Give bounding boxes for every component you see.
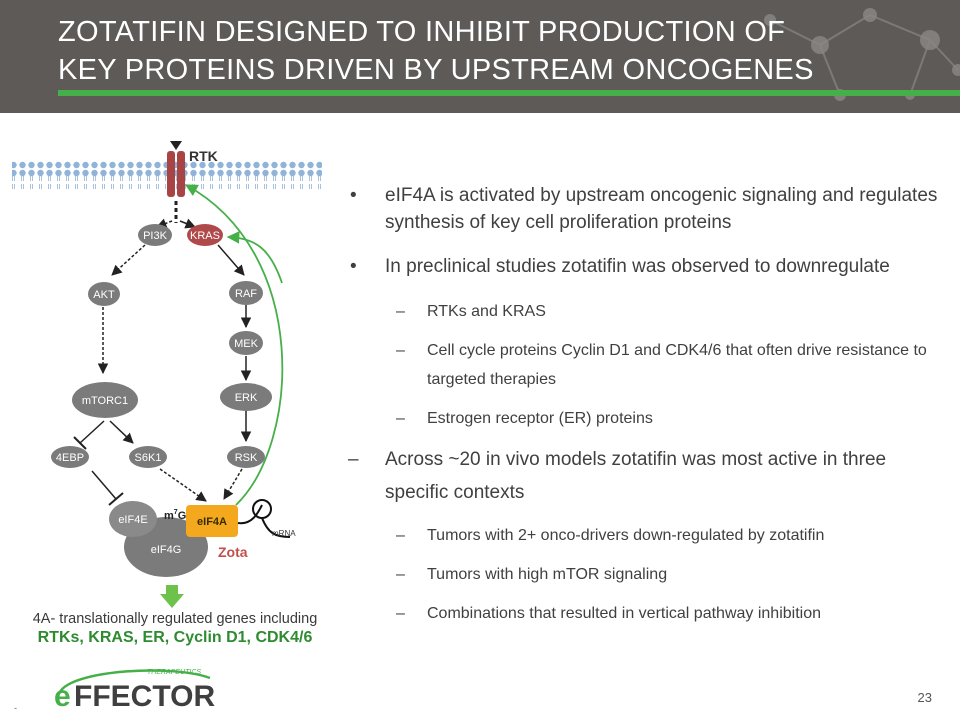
svg-text:eIF4E: eIF4E	[118, 514, 147, 526]
svg-text:eIF4G: eIF4G	[151, 544, 182, 556]
title-underline	[58, 90, 960, 96]
diagram-caption: 4A- translationally regulated genes incl…	[0, 611, 350, 647]
node-erk: ERK	[220, 383, 272, 411]
slide-title-line-1: ZOTATIFIN DESIGNED TO INHIBIT PRODUCTION…	[58, 16, 786, 48]
node-mek: MEK	[229, 331, 263, 355]
node-mtorc1: mTORC1	[72, 382, 138, 418]
svg-text:ERK: ERK	[235, 392, 258, 404]
node-pi3k: PI3K	[138, 224, 172, 246]
dash-marker: –	[348, 449, 359, 470]
dash-marker: –	[396, 342, 405, 359]
node-rsk: RSK	[227, 446, 265, 468]
svg-text:S6K1: S6K1	[135, 452, 162, 464]
mrna-hairpin	[237, 499, 291, 538]
feedback-arrow-to-kras	[226, 231, 283, 284]
svg-text:eIF4A: eIF4A	[197, 516, 227, 528]
bullet-2: • In preclinical studies zotatifin was o…	[340, 253, 950, 280]
signaling-pathway-diagram: RTK PI3K KRAS	[0, 113, 350, 673]
svg-text:RSK: RSK	[235, 452, 258, 464]
effector-logo: THERAPEUTICS e FFECTOR	[54, 669, 215, 712]
mrna-label: mRNA	[272, 529, 296, 538]
rtk-label: RTK	[189, 148, 218, 164]
sub-bullet: – RTKs and KRAS	[340, 297, 950, 326]
svg-text:MEK: MEK	[234, 338, 259, 350]
node-kras: KRAS	[187, 224, 223, 246]
bullet-1: • eIF4A is activated by upstream oncogen…	[340, 182, 950, 236]
dash-marker: –	[396, 303, 405, 320]
bullet-list: • eIF4A is activated by upstream oncogen…	[340, 182, 950, 638]
sub-bullet: – Combinations that resulted in vertical…	[340, 599, 950, 628]
dash-marker: –	[396, 566, 405, 583]
corner-mark: -	[14, 703, 17, 713]
output-arrow-icon	[160, 585, 184, 608]
zota-label: Zota	[218, 544, 248, 560]
svg-text:THERAPEUTICS: THERAPEUTICS	[147, 669, 201, 676]
feedback-arrow-to-rtk	[184, 184, 284, 506]
node-s6k1: S6K1	[129, 446, 167, 468]
title-banner: ZOTATIFIN DESIGNED TO INHIBIT PRODUCTION…	[0, 0, 960, 113]
caption-line-2: RTKs, KRAS, ER, Cyclin D1, CDK4/6	[37, 629, 313, 646]
dash-marker: –	[396, 527, 405, 544]
svg-text:e: e	[54, 680, 71, 712]
slide-title-line-2: KEY PROTEINS DRIVEN BY UPSTREAM ONCOGENE…	[58, 54, 814, 86]
sub-bullet: – Estrogen receptor (ER) proteins	[340, 404, 950, 433]
caption-line-1: 4A- translationally regulated genes incl…	[32, 611, 318, 627]
svg-text:PI3K: PI3K	[143, 230, 168, 242]
page-number: 23	[917, 690, 932, 705]
bullet-3: – Across ~20 in vivo models zotatifin wa…	[340, 443, 950, 509]
rtk-receptor	[167, 141, 185, 223]
svg-text:mTORC1: mTORC1	[82, 395, 128, 407]
node-akt: AKT	[88, 282, 120, 306]
svg-text:AKT: AKT	[93, 289, 115, 301]
bullet-marker: •	[350, 256, 357, 277]
node-raf: RAF	[229, 281, 263, 305]
svg-text:4EBP: 4EBP	[56, 452, 84, 464]
bullet-marker: •	[350, 185, 357, 206]
sub-bullet: – Cell cycle proteins Cyclin D1 and CDK4…	[340, 336, 950, 394]
dash-marker: –	[396, 605, 405, 622]
node-eif4a: eIF4A	[186, 505, 238, 537]
sub-bullet: – Tumors with 2+ onco-drivers down-regul…	[340, 521, 950, 550]
svg-text:RAF: RAF	[235, 288, 257, 300]
sub-bullet: – Tumors with high mTOR signaling	[340, 560, 950, 589]
m7g-cap: m7G	[164, 509, 186, 522]
node-eif4e: eIF4E	[109, 501, 157, 537]
svg-text:FFECTOR: FFECTOR	[74, 680, 215, 712]
dash-marker: –	[396, 410, 405, 427]
svg-text:KRAS: KRAS	[190, 230, 220, 242]
node-4ebp: 4EBP	[51, 446, 89, 468]
